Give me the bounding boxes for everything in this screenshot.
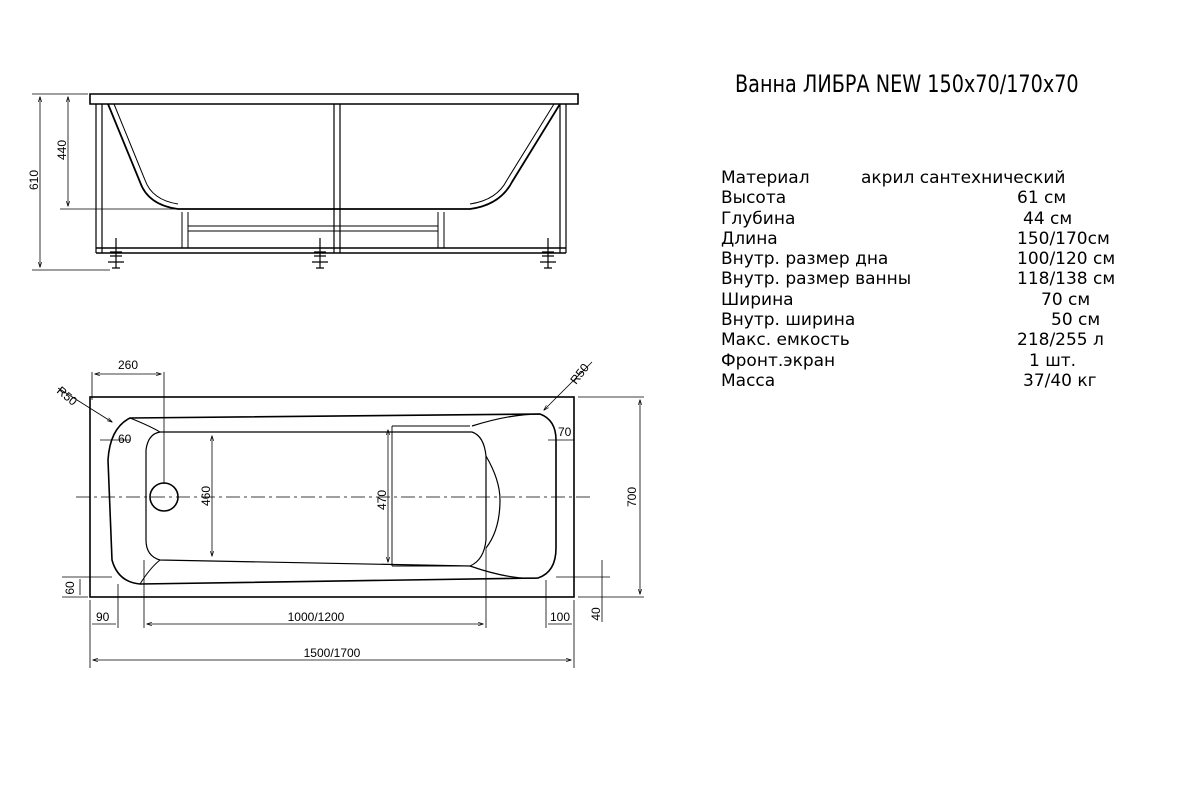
dim-total-height-label: 610 [27, 170, 41, 190]
dim-bottom-length-label: 1000/1200 [288, 610, 345, 624]
spec-row: Ширина 70 см [721, 290, 1141, 310]
spec-label: Высота [721, 188, 787, 209]
spec-row: Материал акрил сантехнический [721, 168, 1141, 188]
spec-row: Длина 150/170см [721, 229, 1141, 249]
dim-front-rim-label: 60 [63, 581, 77, 595]
spec-value: 61 см [1017, 188, 1067, 209]
dim-right-front-label: 40 [589, 607, 603, 621]
dim-inner-width-right-label: 470 [375, 490, 389, 510]
dim-drain-offset-label: 260 [118, 358, 138, 372]
spec-row: Фронт.экран 1 шт. [721, 351, 1141, 371]
top-inner-outline [107, 413, 557, 585]
page-title: Ванна ЛИБРА NEW 150x70/170x70 [735, 70, 1079, 98]
spec-row: Высота 61 см [721, 188, 1141, 208]
spec-row: Масса 37/40 кг [721, 371, 1141, 391]
spec-label: Ширина [721, 289, 794, 310]
spec-label: Макс. емкость [721, 330, 850, 351]
dim-left-rim-label: 60 [118, 432, 132, 446]
spec-label: Материал [721, 168, 810, 188]
spec-label: Длина [721, 228, 778, 249]
spec-value: 150/170см [1017, 228, 1110, 249]
top-backrest [469, 413, 541, 579]
spec-row: Глубина 44 см [721, 209, 1141, 229]
spec-value: 50 см [1051, 310, 1101, 331]
side-tub-body [107, 103, 561, 210]
spec-row: Внутр. размер ванны 118/138 см [721, 269, 1141, 289]
side-view [32, 93, 579, 271]
spec-row: Внутр. ширина 50 см [721, 310, 1141, 330]
dim-left-end-label: 90 [96, 610, 110, 624]
side-rim [89, 93, 579, 105]
dim-total-length-label: 1500/1700 [304, 646, 361, 660]
dim-depth-label: 440 [55, 140, 69, 160]
spec-row: Макс. емкость 218/255 л [721, 330, 1141, 350]
spec-value: 1 шт. [1029, 350, 1077, 371]
spec-label: Фронт.экран [721, 350, 836, 371]
dim-width-label: 700 [625, 487, 639, 507]
spec-label: Глубина [721, 208, 796, 229]
side-feet [108, 238, 556, 269]
dim-inner-width-left-label: 460 [199, 486, 213, 506]
dim-radius-left-label: R50 [54, 384, 80, 409]
spec-value: акрил сантехнический [861, 168, 1066, 188]
spec-label: Внутр. размер дна [721, 249, 889, 270]
spec-value: 70 см [1041, 289, 1091, 310]
spec-value: 37/40 кг [1023, 370, 1097, 391]
spec-label: Масса [721, 370, 776, 391]
spec-label: Внутр. размер ванны [721, 269, 912, 290]
spec-value: 218/255 л [1017, 330, 1104, 351]
spec-label: Внутр. ширина [721, 310, 856, 331]
spec-row: Внутр. размер дна 100/120 см [721, 249, 1141, 269]
spec-value: 118/138 см [1017, 269, 1116, 290]
dim-right-rim-label: 70 [558, 425, 572, 439]
spec-value: 44 см [1023, 208, 1073, 229]
top-bottom-outline [145, 431, 487, 567]
side-frame [95, 104, 567, 253]
top-view [57, 361, 644, 668]
dim-right-end-label: 100 [550, 610, 570, 624]
spec-value: 100/120 см [1017, 249, 1116, 270]
